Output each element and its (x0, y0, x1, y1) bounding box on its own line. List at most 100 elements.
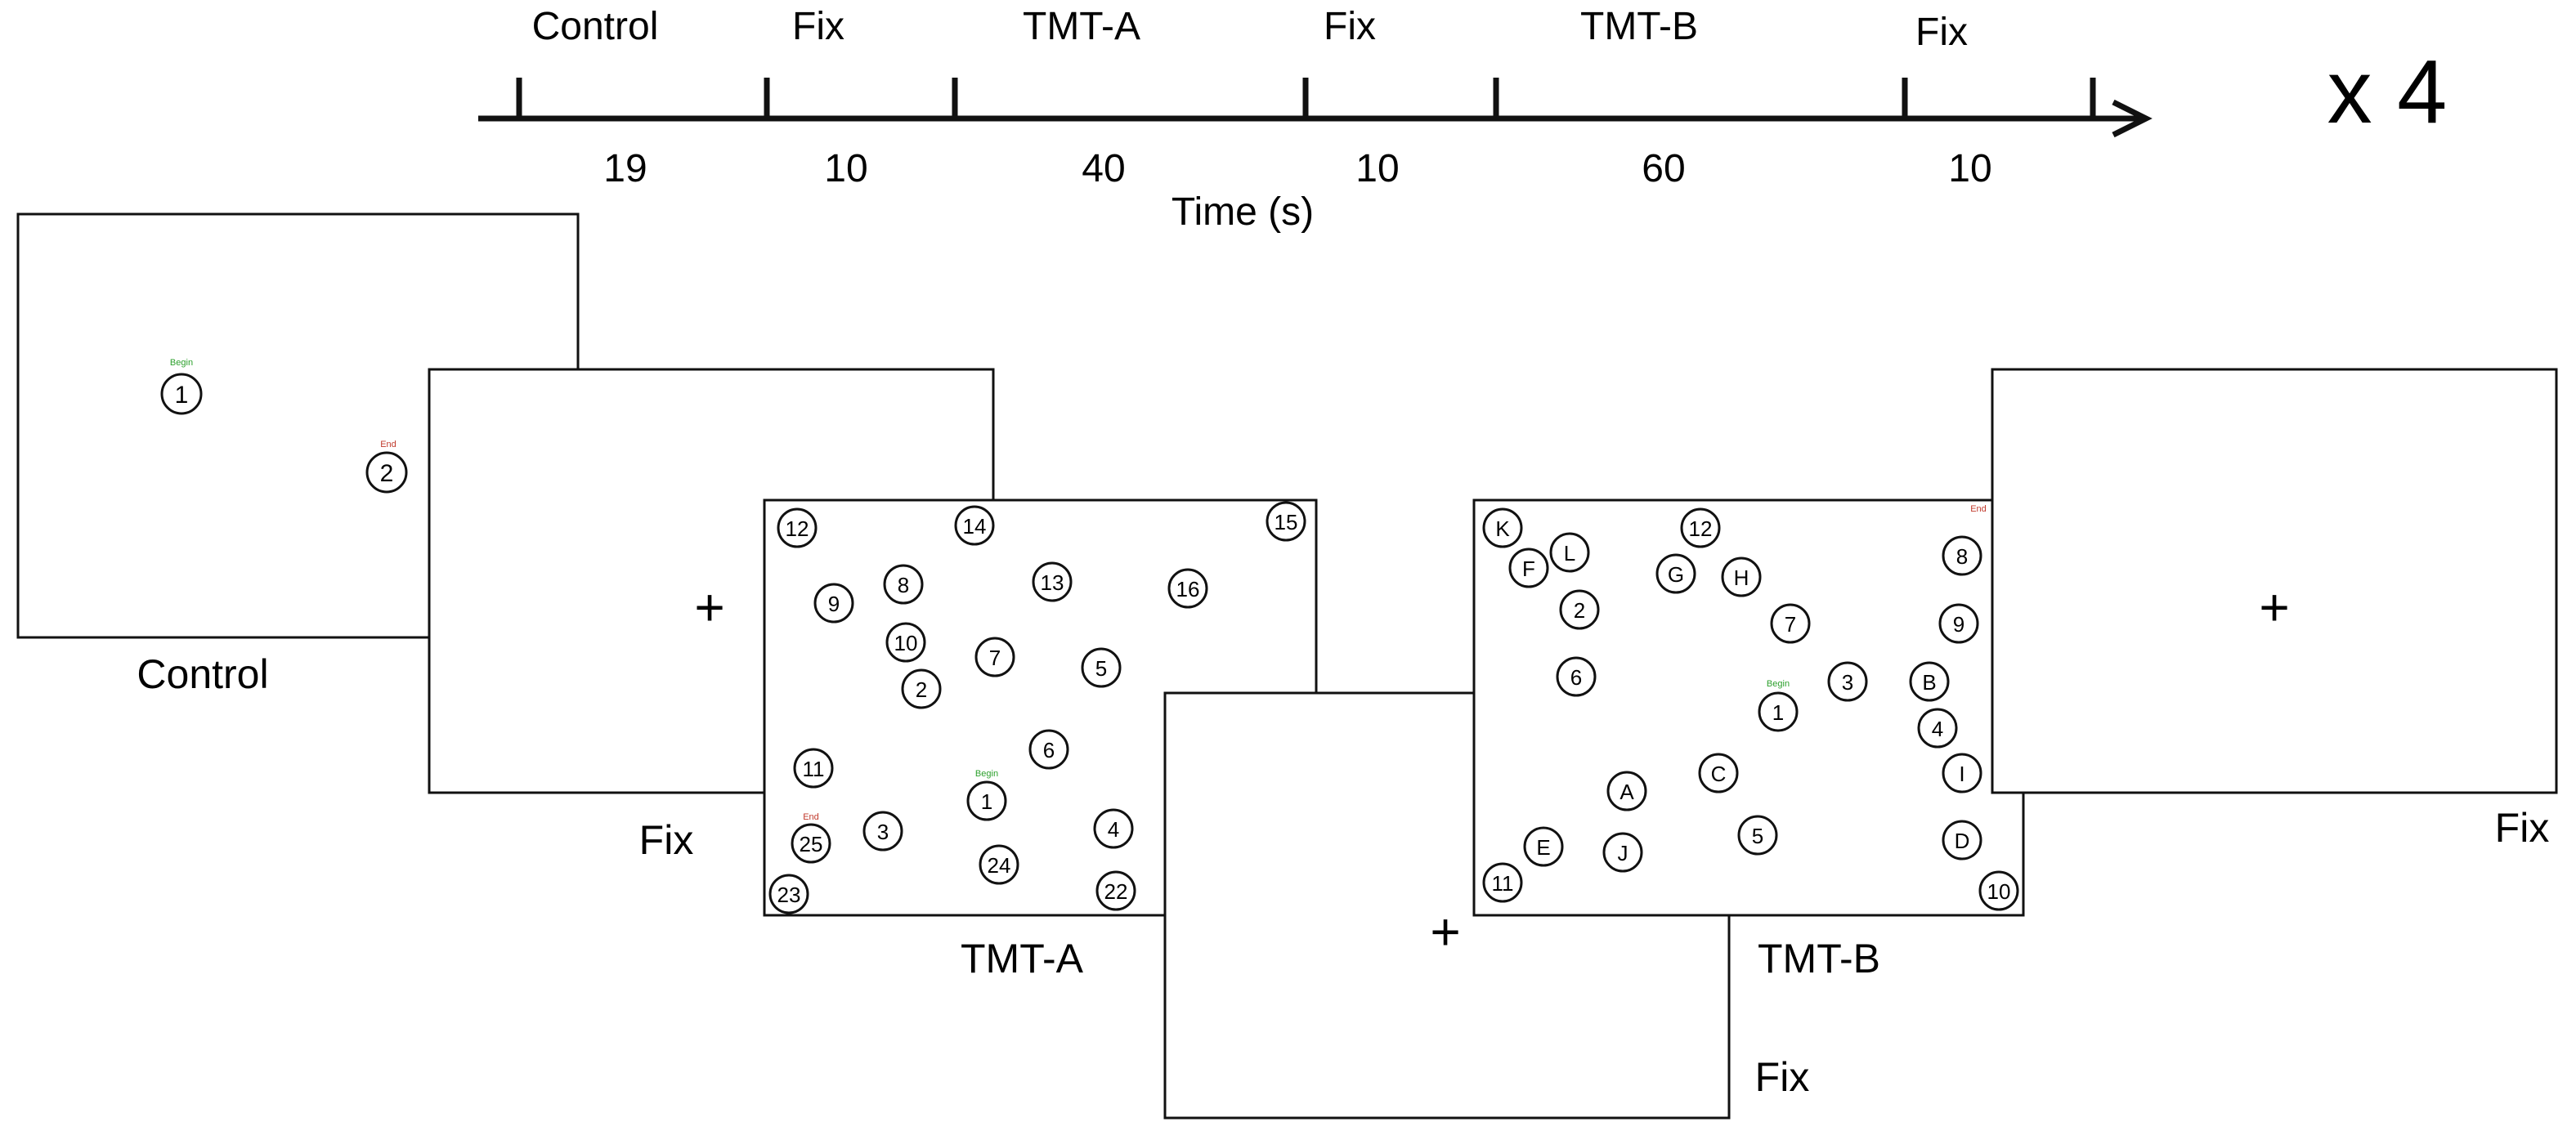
segment-label: Fix (1324, 5, 1376, 48)
trail-node: 24 (979, 844, 1019, 885)
trail-node: C (1698, 753, 1739, 793)
trail-node: G (1655, 553, 1696, 594)
trail-node: 22 (1095, 870, 1136, 911)
trail-node: 1 (1758, 691, 1799, 732)
trail-node: 16 (1167, 568, 1208, 609)
fixation-cross: + (2259, 578, 2289, 637)
svg-text:6: 6 (1043, 738, 1055, 762)
segment-label: Fix (792, 5, 844, 48)
begin-label: Begin (975, 769, 998, 779)
screen-caption: Fix (1755, 1054, 1810, 1100)
segment-label: Control (532, 5, 659, 48)
trail-node: A (1606, 771, 1647, 811)
segment-duration: 10 (1355, 147, 1399, 190)
fix-screen-3: + Fix (1991, 368, 2558, 851)
segment-label: TMT-A (1023, 5, 1140, 48)
svg-text:9: 9 (1953, 612, 1964, 637)
trail-node: 6 (1556, 656, 1597, 697)
trail-node: 10 (885, 622, 926, 663)
trail-node: 8 (1942, 535, 1982, 576)
begin-label: Begin (170, 358, 193, 368)
segment-duration: 10 (1948, 147, 1991, 190)
trail-node: K (1482, 507, 1523, 548)
svg-text:9: 9 (828, 592, 840, 616)
svg-text:25: 25 (800, 832, 823, 856)
svg-text:8: 8 (898, 573, 909, 597)
segment-duration: 19 (603, 147, 647, 190)
svg-text:C: C (1711, 762, 1727, 786)
trail-node: 9 (1938, 603, 1979, 644)
svg-text:H: H (1734, 566, 1749, 590)
svg-text:5: 5 (1752, 824, 1763, 848)
svg-text:1: 1 (1772, 700, 1784, 725)
trail-node: 5 (1737, 815, 1778, 856)
svg-text:23: 23 (777, 883, 801, 907)
trail-node: F (1508, 548, 1549, 588)
svg-text:1: 1 (175, 382, 189, 409)
svg-text:10: 10 (1987, 879, 2011, 904)
screen-caption: Control (137, 651, 268, 697)
trail-node: E (1523, 826, 1564, 867)
svg-text:E: E (1536, 835, 1550, 860)
svg-text:4: 4 (1108, 817, 1119, 842)
trail-node: 4 (1093, 808, 1134, 849)
trail-node: 11 (1482, 862, 1523, 903)
trail-node: 14 (954, 505, 995, 546)
svg-text:D: D (1955, 829, 1970, 853)
svg-text:4: 4 (1932, 717, 1943, 741)
trail-node: 1 (160, 373, 203, 415)
svg-text:8: 8 (1956, 544, 1968, 569)
trail-node: 12 (1680, 507, 1721, 548)
trail-node: 12 (777, 507, 818, 548)
svg-text:3: 3 (877, 820, 889, 844)
svg-text:K: K (1495, 516, 1510, 541)
screen-caption: Fix (639, 817, 694, 863)
trail-node: B (1909, 661, 1950, 702)
svg-text:22: 22 (1104, 879, 1128, 904)
trail-node: 6 (1028, 729, 1069, 770)
timeline: Control Fix TMT-A Fix TMT-B Fix 19 10 40… (478, 5, 2447, 234)
trail-node: 10 (1978, 870, 2019, 911)
trail-node: 3 (862, 811, 903, 852)
tmt-b-screen: Begin End K F L 12 G H 8 2 7 9 6 3 B 1 4… (1472, 498, 2025, 981)
trail-node: D (1942, 820, 1982, 861)
svg-text:10: 10 (894, 631, 918, 655)
repeat-label: x 4 (2327, 42, 2448, 142)
segment-duration: 60 (1642, 147, 1685, 190)
trail-node: 7 (974, 637, 1015, 677)
trail-node: 23 (768, 874, 809, 914)
fixation-cross: + (1430, 902, 1460, 961)
trail-node: 2 (365, 451, 408, 494)
screen-caption: TMT-A (961, 936, 1084, 981)
trail-node: 13 (1032, 561, 1073, 602)
svg-text:13: 13 (1041, 570, 1064, 595)
segment-duration: 10 (824, 147, 867, 190)
screen-caption: Fix (2495, 805, 2550, 851)
svg-text:7: 7 (989, 646, 1001, 670)
trail-node: 2 (901, 668, 942, 709)
trail-node: J (1602, 832, 1643, 873)
timeline-arrowhead (2112, 99, 2153, 138)
svg-text:15: 15 (1275, 510, 1298, 534)
trail-node: L (1549, 532, 1590, 573)
trail-node: 2 (1559, 589, 1600, 630)
svg-text:J: J (1618, 841, 1628, 865)
svg-text:12: 12 (786, 516, 809, 541)
trail-node: 5 (1081, 647, 1122, 688)
svg-text:12: 12 (1689, 516, 1713, 541)
trail-node: I (1942, 753, 1982, 793)
svg-text:F: F (1522, 557, 1535, 581)
trail-node: 3 (1827, 661, 1868, 702)
svg-text:L: L (1564, 541, 1575, 566)
svg-text:7: 7 (1785, 612, 1796, 637)
segment-duration: 40 (1082, 147, 1125, 190)
svg-text:11: 11 (803, 757, 825, 781)
svg-text:2: 2 (380, 460, 394, 487)
trail-node: 9 (813, 583, 854, 624)
svg-text:11: 11 (1492, 871, 1514, 896)
segment-label: Fix (1915, 11, 1968, 54)
trail-node: 11 (793, 748, 834, 789)
svg-text:3: 3 (1842, 670, 1853, 695)
svg-text:1: 1 (981, 789, 992, 814)
